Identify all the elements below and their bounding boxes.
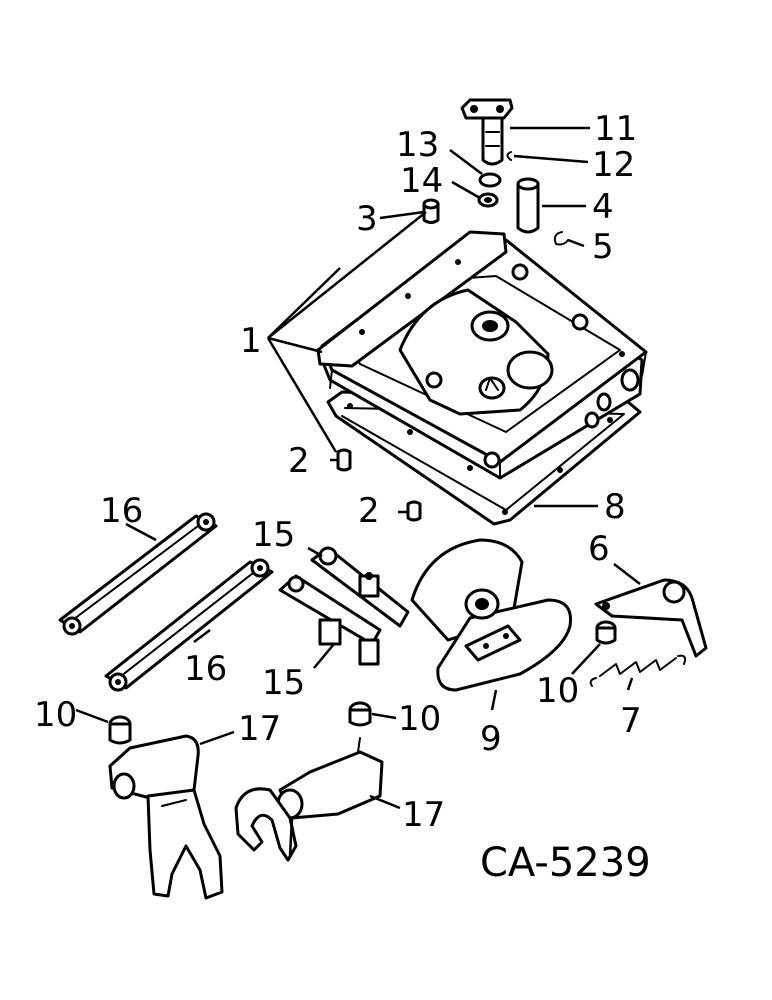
part-7-spring-drawing	[589, 654, 687, 687]
label-5: 5	[592, 227, 614, 267]
label-16-lower: 16	[184, 649, 227, 689]
label-17-upper: 17	[238, 709, 281, 749]
label-14: 14	[400, 161, 443, 201]
callout-labels: 1 2 2 3 4 5 6 7 8 9 10 10 10 11 12 13 14…	[34, 109, 651, 886]
part-11-drawing	[460, 98, 514, 166]
label-1: 1	[240, 321, 262, 361]
label-4: 4	[592, 187, 614, 227]
part-17-fork-a-drawing	[108, 734, 224, 900]
label-15-lower: 15	[262, 663, 305, 703]
label-11: 11	[594, 109, 637, 149]
part-10-bushing-c-drawing	[348, 701, 372, 727]
part-2-pin-a-drawing	[336, 448, 352, 472]
part-17-fork-b-drawing	[234, 737, 384, 862]
diagram-code: CA-5239	[480, 840, 651, 886]
part-1-housing-drawing	[316, 230, 648, 526]
part-3-drawing	[422, 198, 440, 224]
label-8: 8	[604, 487, 626, 527]
label-3: 3	[356, 199, 378, 239]
label-6: 6	[588, 529, 610, 569]
part-12-drawing	[506, 151, 512, 161]
label-2-upper: 2	[288, 441, 310, 481]
part-15-plate-b-drawing	[278, 574, 382, 666]
part-16-rail-a-drawing	[58, 512, 218, 636]
label-13: 13	[396, 125, 439, 165]
part-9-sector-drawing	[410, 538, 573, 692]
label-15-upper: 15	[252, 515, 295, 555]
part-4-drawing	[516, 177, 540, 234]
label-7: 7	[620, 701, 642, 741]
label-10-mid: 10	[398, 699, 441, 739]
part-13-drawing	[478, 172, 502, 188]
part-10-bushing-b-drawing	[108, 715, 132, 745]
label-2-lower: 2	[358, 491, 380, 531]
label-10-left: 10	[34, 695, 77, 735]
label-17-lower: 17	[402, 795, 445, 835]
part-16-rail-b-drawing	[104, 558, 274, 692]
part-2-pin-b-drawing	[406, 500, 422, 522]
part-5-drawing	[553, 231, 569, 246]
leader-lines	[75, 126, 641, 857]
label-10-right: 10	[536, 671, 579, 711]
label-9: 9	[480, 719, 502, 759]
part-6-lever-drawing	[594, 578, 708, 658]
label-16-upper: 16	[100, 491, 143, 531]
part-15-plate-a-drawing	[310, 546, 410, 628]
label-12: 12	[592, 145, 635, 185]
part-10-bushing-a-drawing	[595, 620, 617, 645]
